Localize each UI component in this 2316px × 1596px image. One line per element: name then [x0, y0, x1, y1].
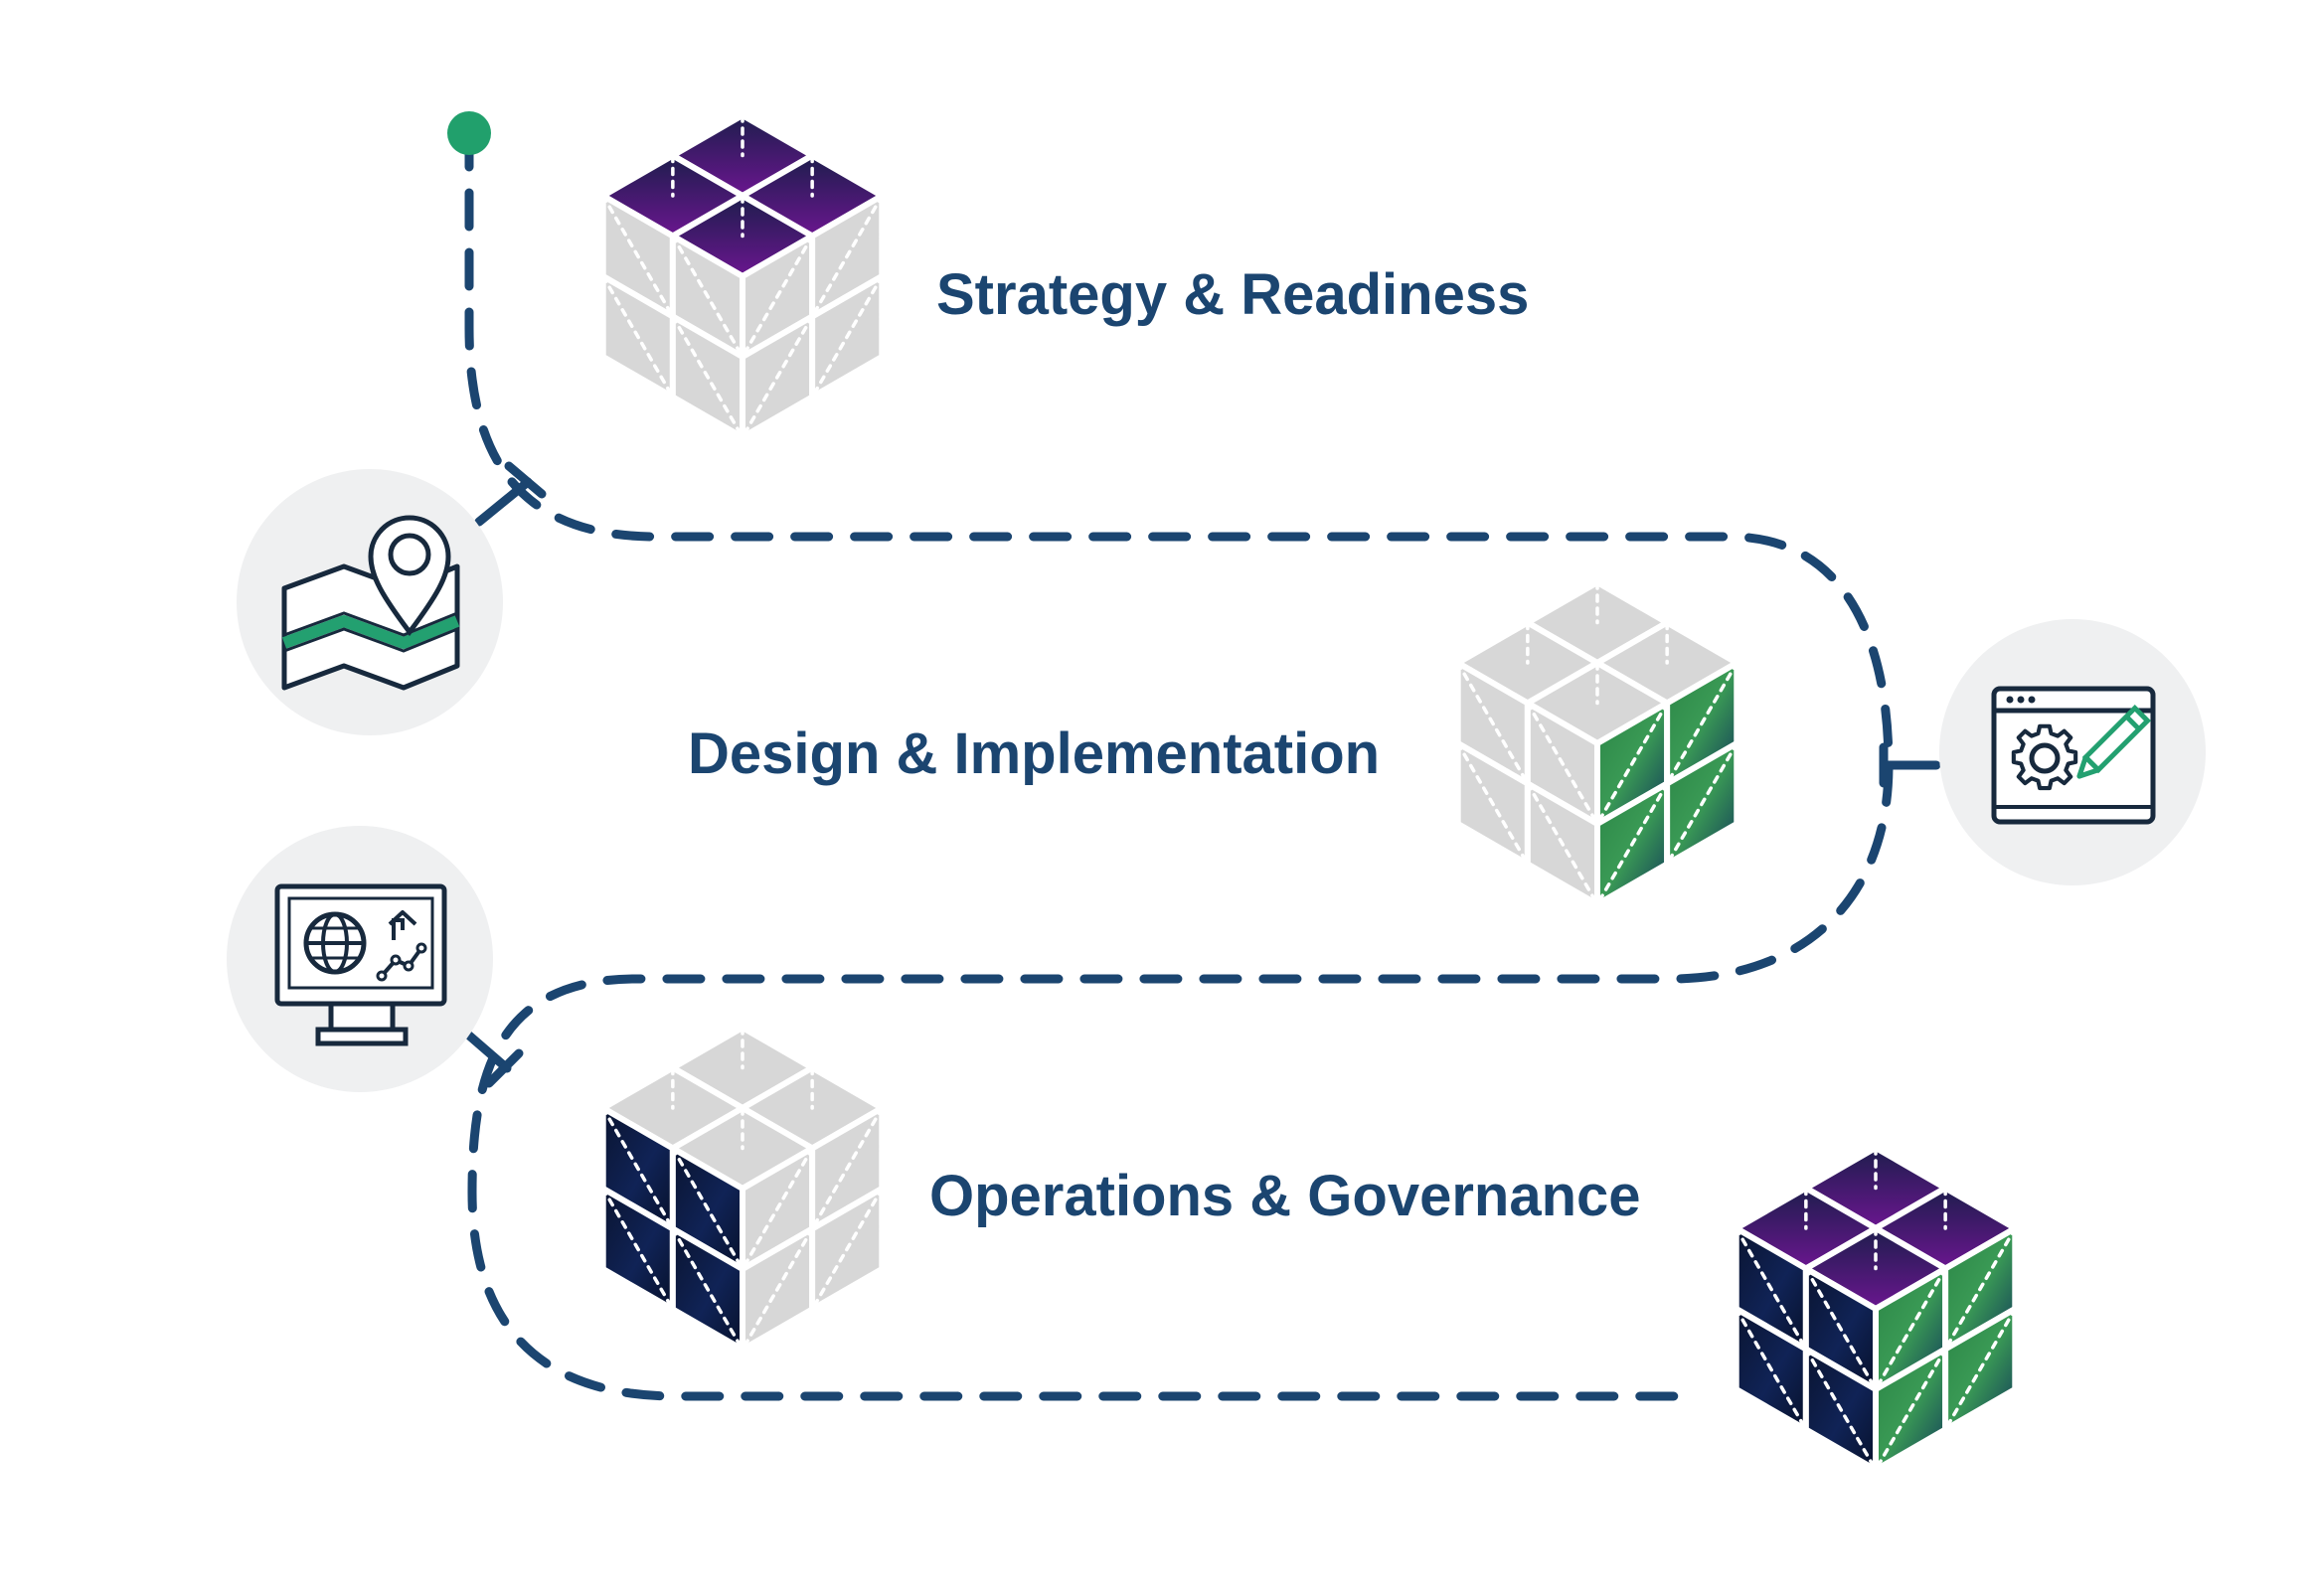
connector-monitor	[464, 1031, 524, 1088]
journey-path	[464, 128, 1894, 1401]
stage-label-operations: Operations & Governance	[929, 1164, 1641, 1228]
stage-label-strategy: Strategy & Readiness	[936, 262, 1530, 327]
cube-complete	[1733, 1145, 2019, 1473]
cube-operations	[599, 1025, 886, 1353]
browser-settings-pencil-icon	[1939, 619, 2206, 885]
monitor-globe-analytics-icon	[227, 826, 493, 1092]
start-dot	[447, 111, 491, 155]
stage-label-design: Design & Implementation	[688, 721, 1381, 786]
map-pin-icon	[237, 469, 503, 735]
connector-settings	[1879, 742, 1941, 788]
connector-map	[474, 461, 547, 527]
cube-design	[1454, 579, 1740, 907]
cube-strategy	[599, 112, 886, 440]
